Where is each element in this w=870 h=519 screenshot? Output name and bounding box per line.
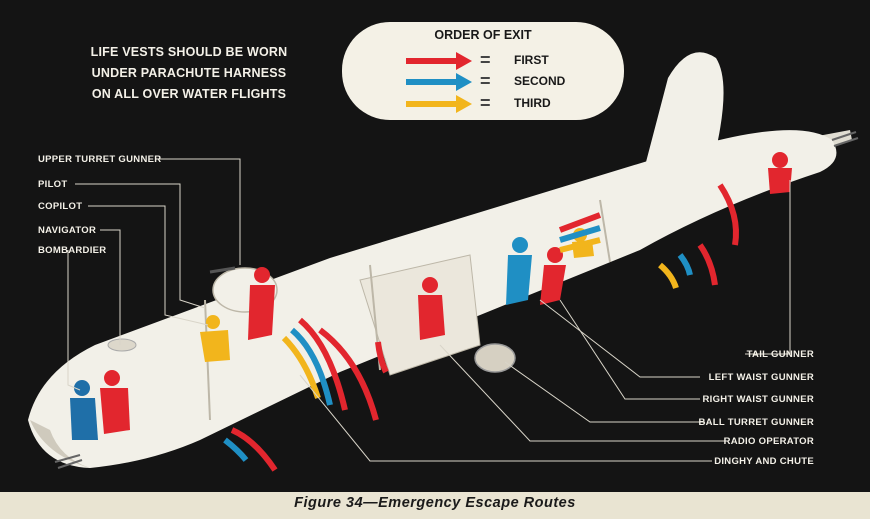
route-tail-red: [717, 183, 739, 246]
legend-title: ORDER OF EXIT: [434, 28, 532, 42]
route-bay-red-2: [318, 327, 379, 421]
note-line-1: LIFE VESTS SHOULD BE WORN: [90, 45, 288, 59]
label-radio-operator: RADIO OPERATOR: [723, 436, 814, 447]
label-copilot: COPILOT: [38, 201, 83, 212]
note-line-2: UNDER PARACHUTE HARNESS: [91, 66, 287, 80]
label-right-waist-gunner: RIGHT WAIST GUNNER: [702, 394, 814, 405]
label-dinghy-and-chute: DINGHY AND CHUTE: [714, 456, 814, 467]
label-left-waist-gunner: LEFT WAIST GUNNER: [708, 372, 814, 383]
crew-tail-gunner: [768, 152, 792, 194]
turret-gun: [209, 266, 236, 274]
legend-label-first: FIRST: [514, 53, 549, 67]
route-fuselage-blue: [559, 225, 601, 243]
blue-arrow-icon: [406, 73, 472, 91]
route-nose-first: [230, 427, 278, 472]
chin-guns: [54, 454, 83, 469]
label-ball-turret-gunner: BALL TURRET GUNNER: [698, 417, 814, 428]
crew-copilot: [200, 315, 230, 362]
label-upper-turret-gunner: UPPER TURRET GUNNER: [38, 154, 162, 165]
route-arrows: [223, 183, 739, 472]
legend-equals: =: [480, 71, 491, 91]
route-fuselage-yellow: [559, 237, 601, 253]
label-tail-gunner: TAIL GUNNER: [746, 349, 814, 360]
legend-equals: =: [480, 93, 491, 113]
route-waist-blue: [677, 253, 693, 276]
red-arrow-icon: [406, 52, 472, 70]
label-bombardier: BOMBARDIER: [38, 245, 107, 256]
diagram-panel: LIFE VESTS SHOULD BE WORN UNDER PARACHUT…: [0, 0, 870, 492]
astrodome: [107, 338, 137, 352]
route-bay-red-1: [298, 317, 348, 411]
route-waist-yellow: [658, 262, 679, 289]
route-bay-yellow: [281, 335, 321, 399]
interior-bulkhead-3: [599, 199, 611, 263]
crew-upper-turret-gunner: [248, 267, 275, 340]
route-waist-red: [697, 243, 718, 286]
legend-equals: =: [480, 50, 491, 70]
note-line-3: ON ALL OVER WATER FLIGHTS: [91, 87, 287, 101]
yellow-arrow-icon: [406, 95, 472, 113]
life-vest-note: LIFE VESTS SHOULD BE WORN UNDER PARACHUT…: [58, 42, 320, 105]
crew-right-waist-gunner: [540, 247, 566, 305]
figure-caption: Figure 34—Emergency Escape Routes: [294, 495, 576, 511]
route-fuselage-red: [558, 212, 602, 233]
tail-gun: [831, 131, 859, 147]
leader-lines-right: [299, 180, 791, 462]
route-radio-red: [375, 341, 389, 374]
crew-radio-operator: [418, 277, 445, 340]
crew-bombardier: [70, 380, 98, 440]
legend-label-second: SECOND: [514, 74, 566, 88]
order-of-exit-legend: ORDER OF EXIT = FIRST = SECOND =: [342, 22, 624, 120]
route-nose-second: [223, 437, 249, 462]
nose-shadow: [30, 420, 90, 468]
crew-left-waist-gunner: [506, 237, 532, 305]
ball-turret: [474, 343, 516, 373]
aircraft-diagram: [28, 52, 859, 472]
label-pilot: PILOT: [38, 179, 68, 190]
route-bay-blue: [290, 327, 333, 406]
leader-lines-left: [67, 158, 241, 391]
crew-navigator: [100, 370, 130, 434]
legend-label-third: THIRD: [514, 96, 551, 110]
label-navigator: NAVIGATOR: [38, 225, 97, 236]
